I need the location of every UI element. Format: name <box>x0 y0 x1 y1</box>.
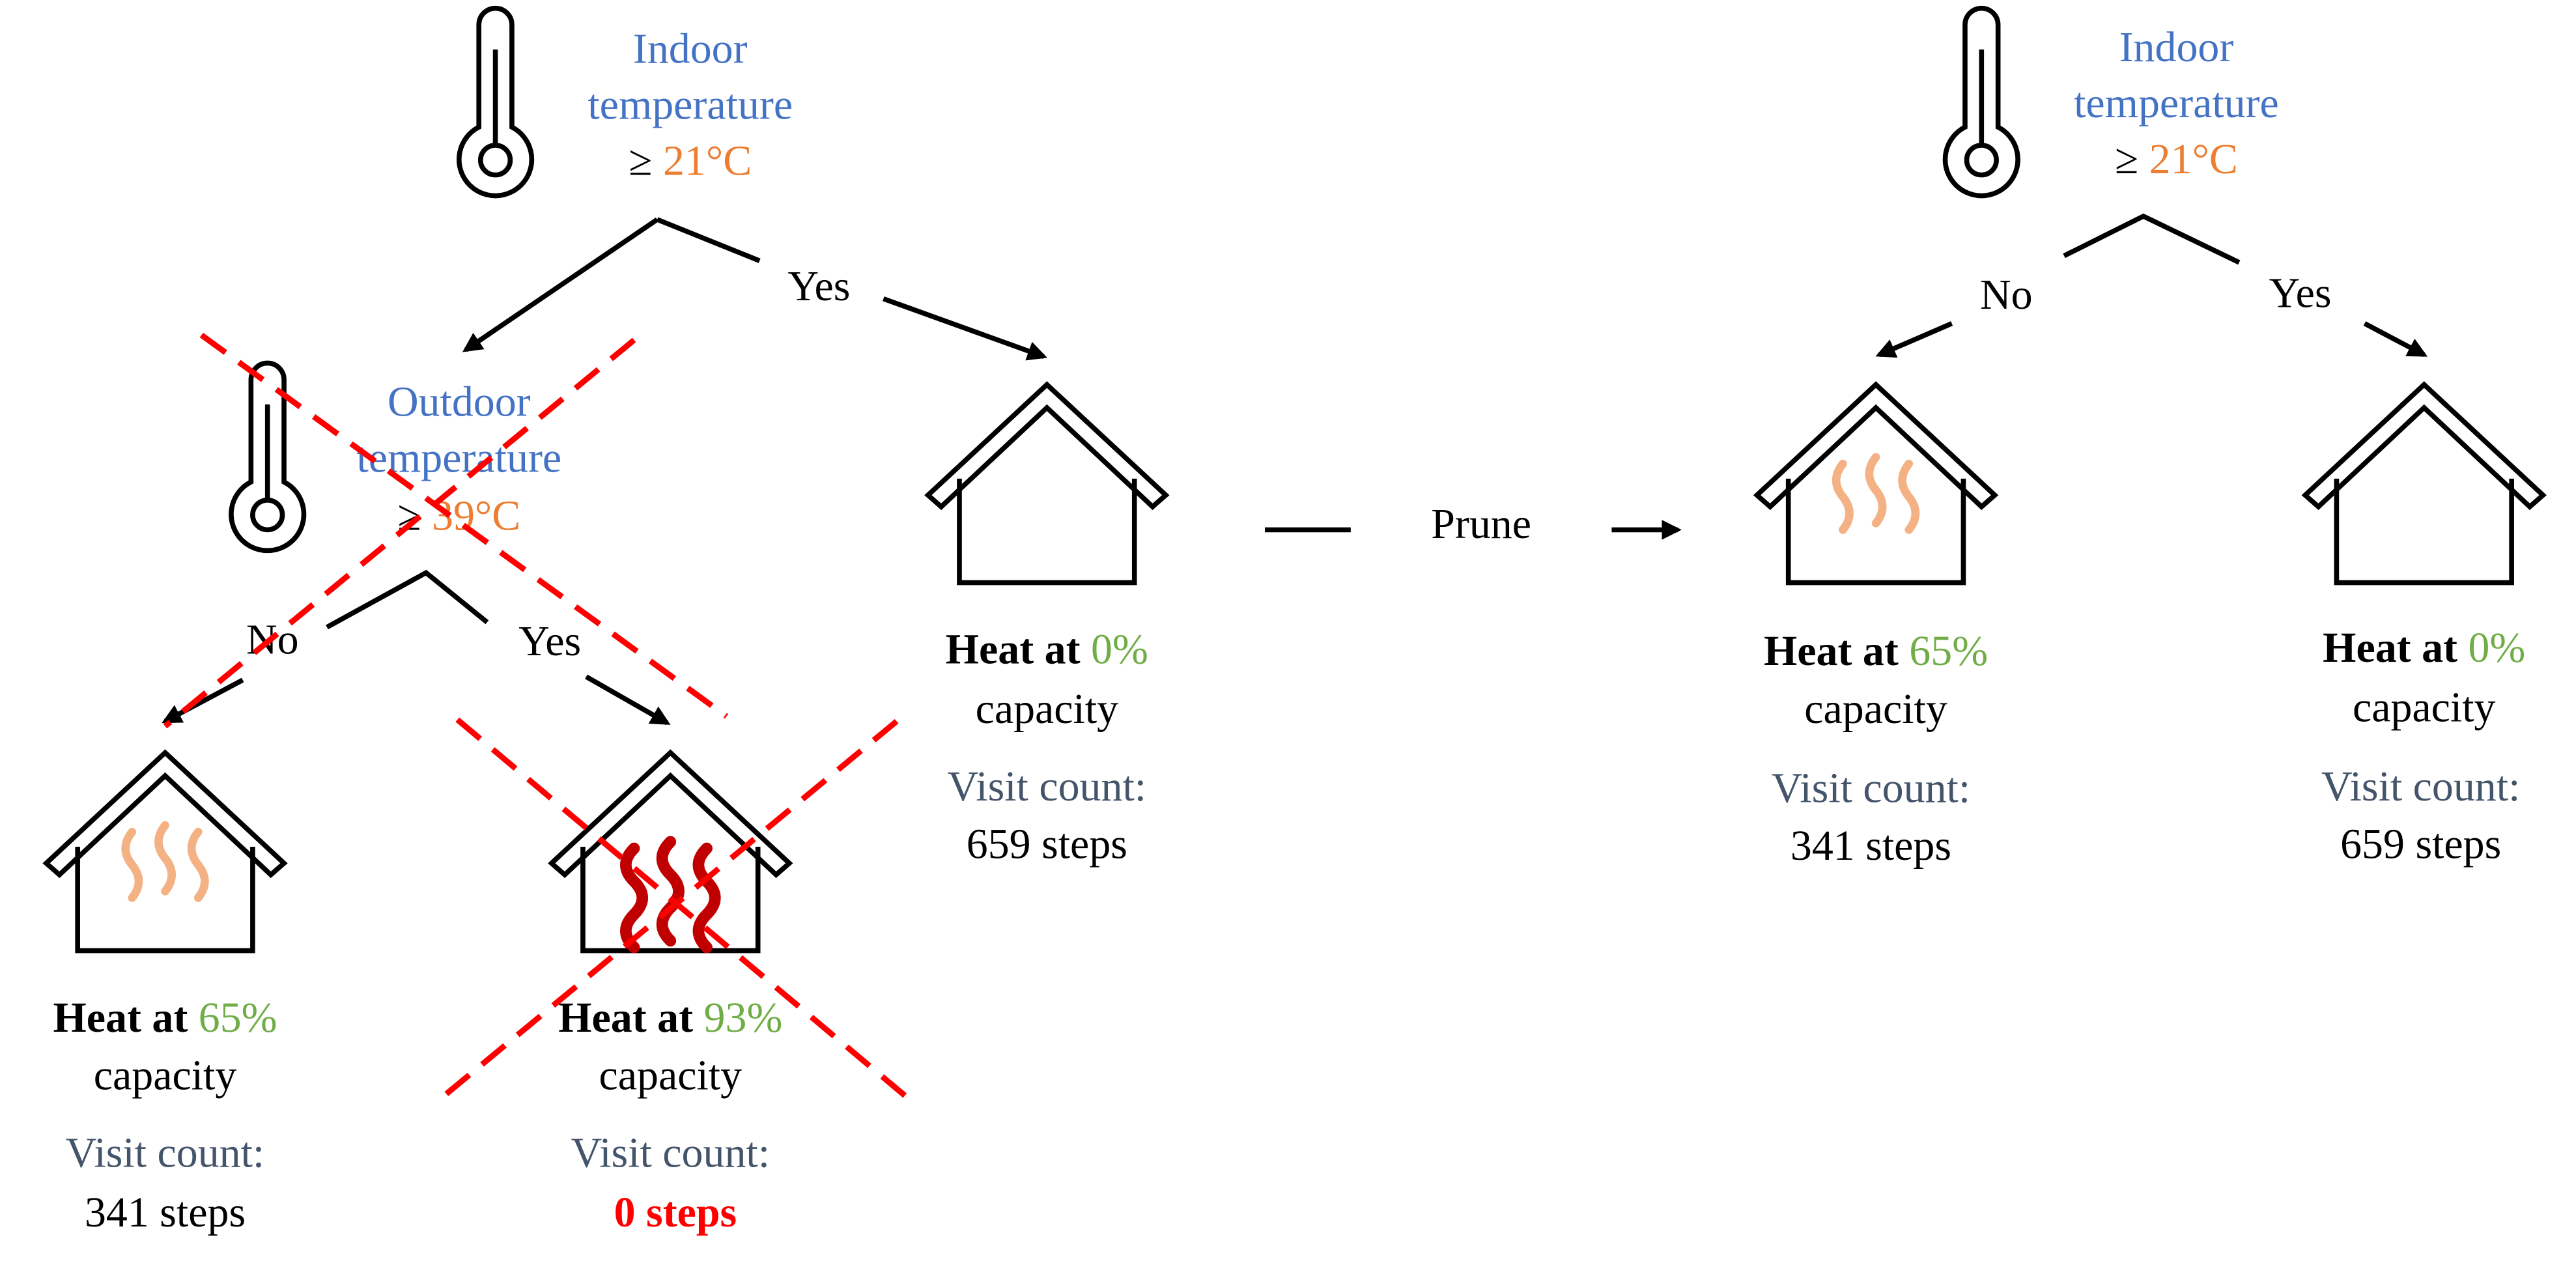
inner-yes-arrow <box>585 674 671 726</box>
right-leaf-65: Heat at 65% capacity Visit count: 341 st… <box>1757 384 1995 870</box>
leaf-heat-value: 93% <box>704 994 783 1041</box>
root-no-arrow <box>1875 321 1953 358</box>
leaf-visit-value: 659 steps <box>967 821 1127 868</box>
leaf-visit-value-zero: 0 steps <box>614 1189 737 1236</box>
leaf-heat-line: Heat at 0% <box>946 626 1148 673</box>
inner-condition-line2: temperature <box>356 434 561 482</box>
root-condition-line2: temperature <box>2074 79 2279 127</box>
leaf-visit-label: Visit count: <box>66 1129 264 1177</box>
leaf-heat-suffix: capacity <box>94 1051 237 1099</box>
leaf-visit-value: 341 steps <box>85 1189 246 1236</box>
house-icon <box>2305 384 2543 582</box>
inner-no-arrow <box>162 677 244 724</box>
prune-arrow: Prune <box>1265 500 1682 548</box>
leaf-heat-value: 65% <box>1909 627 1988 675</box>
leaf-visit-label: Visit count: <box>2321 763 2520 810</box>
leaf-heat-prefix: Heat at <box>558 994 693 1041</box>
root-condition-threshold: ≥ 21°C <box>629 137 752 185</box>
leaf-heat-line: Heat at 0% <box>2323 624 2525 672</box>
leaf-heat-value: 65% <box>199 994 277 1041</box>
root-condition-threshold: ≥ 21°C <box>2115 135 2238 183</box>
root-condition-line1: Indoor <box>2119 23 2234 71</box>
thermometer-icon <box>459 8 532 196</box>
leaf-heat-prefix: Heat at <box>2323 624 2457 672</box>
root-condition-value: 21°C <box>2149 135 2238 183</box>
prune-cross-subtree <box>163 332 729 729</box>
leaf-heat-prefix: Heat at <box>53 994 188 1041</box>
thermometer-icon <box>231 363 304 550</box>
thermometer-icon <box>1946 8 2018 196</box>
root-yes-arrow <box>2363 321 2428 358</box>
inner-branch-lines <box>326 569 489 630</box>
leaf-heat-line: Heat at 93% <box>558 994 782 1041</box>
root-condition-line1: Indoor <box>633 25 748 72</box>
leaf-heat-line: Heat at 65% <box>1764 627 1988 675</box>
left-leaf-65: Heat at 65% capacity Visit count: 341 st… <box>46 753 284 1236</box>
leaf-visit-value: 659 steps <box>2340 821 2501 868</box>
root-yes-branch-line <box>656 217 761 263</box>
leaf-visit-label: Visit count: <box>571 1129 770 1177</box>
right-root-branch-lines <box>2063 213 2241 265</box>
left-root-node: Indoor temperature ≥ 21°C <box>459 8 793 196</box>
leaf-visit-value: 341 steps <box>1790 822 1951 870</box>
leaf-heat-line: Heat at 65% <box>53 994 277 1041</box>
prune-label: Prune <box>1431 500 1531 548</box>
inner-yes-label: Yes <box>518 617 581 665</box>
root-yes-label: Yes <box>2269 269 2332 317</box>
root-condition-operator: ≥ <box>629 137 652 185</box>
root-yes-label: Yes <box>788 262 851 310</box>
leaf-visit-label: Visit count: <box>948 763 1146 810</box>
leaf-heat-suffix: capacity <box>976 685 1119 733</box>
leaf-heat-prefix: Heat at <box>946 626 1081 673</box>
root-condition-line2: temperature <box>587 81 793 128</box>
left-tree: Indoor temperature ≥ 21°C Yes Outdoor te… <box>46 8 1166 1236</box>
leaf-heat-suffix: capacity <box>599 1051 743 1099</box>
left-inner-node: Outdoor temperature ≥ 39°C <box>231 363 561 550</box>
left-leaf-0: Heat at 0% capacity Visit count: 659 ste… <box>928 384 1166 868</box>
heat-waves-icon <box>1836 457 1916 530</box>
right-root-node: Indoor temperature ≥ 21°C <box>1946 8 2279 196</box>
leaf-heat-prefix: Heat at <box>1764 627 1899 675</box>
leaf-heat-value: 0% <box>2468 624 2525 672</box>
root-condition-value: 21°C <box>663 137 752 185</box>
left-leaf-93: Heat at 93% capacity Visit count: 0 step… <box>552 753 789 1236</box>
inner-condition-line1: Outdoor <box>388 378 531 426</box>
root-condition-operator: ≥ <box>2115 135 2138 183</box>
root-no-label: No <box>1980 271 2033 319</box>
root-yes-branch-arrow <box>883 296 1048 361</box>
right-tree: Indoor temperature ≥ 21°C No Yes Heat at… <box>1757 8 2543 870</box>
inner-condition-threshold: ≥ 39°C <box>397 492 520 539</box>
right-leaf-0: Heat at 0% capacity Visit count: 659 ste… <box>2305 384 2543 868</box>
leaf-heat-suffix: capacity <box>1804 685 1947 733</box>
house-icon <box>928 384 1166 582</box>
leaf-visit-label: Visit count: <box>1772 765 1970 812</box>
leaf-heat-suffix: capacity <box>2353 683 2496 731</box>
house-icon <box>552 753 789 951</box>
root-no-branch-arrow <box>462 217 659 352</box>
leaf-heat-value: 0% <box>1091 626 1148 673</box>
prune-cross-leaf <box>434 717 915 1105</box>
heat-waves-icon <box>126 825 205 898</box>
